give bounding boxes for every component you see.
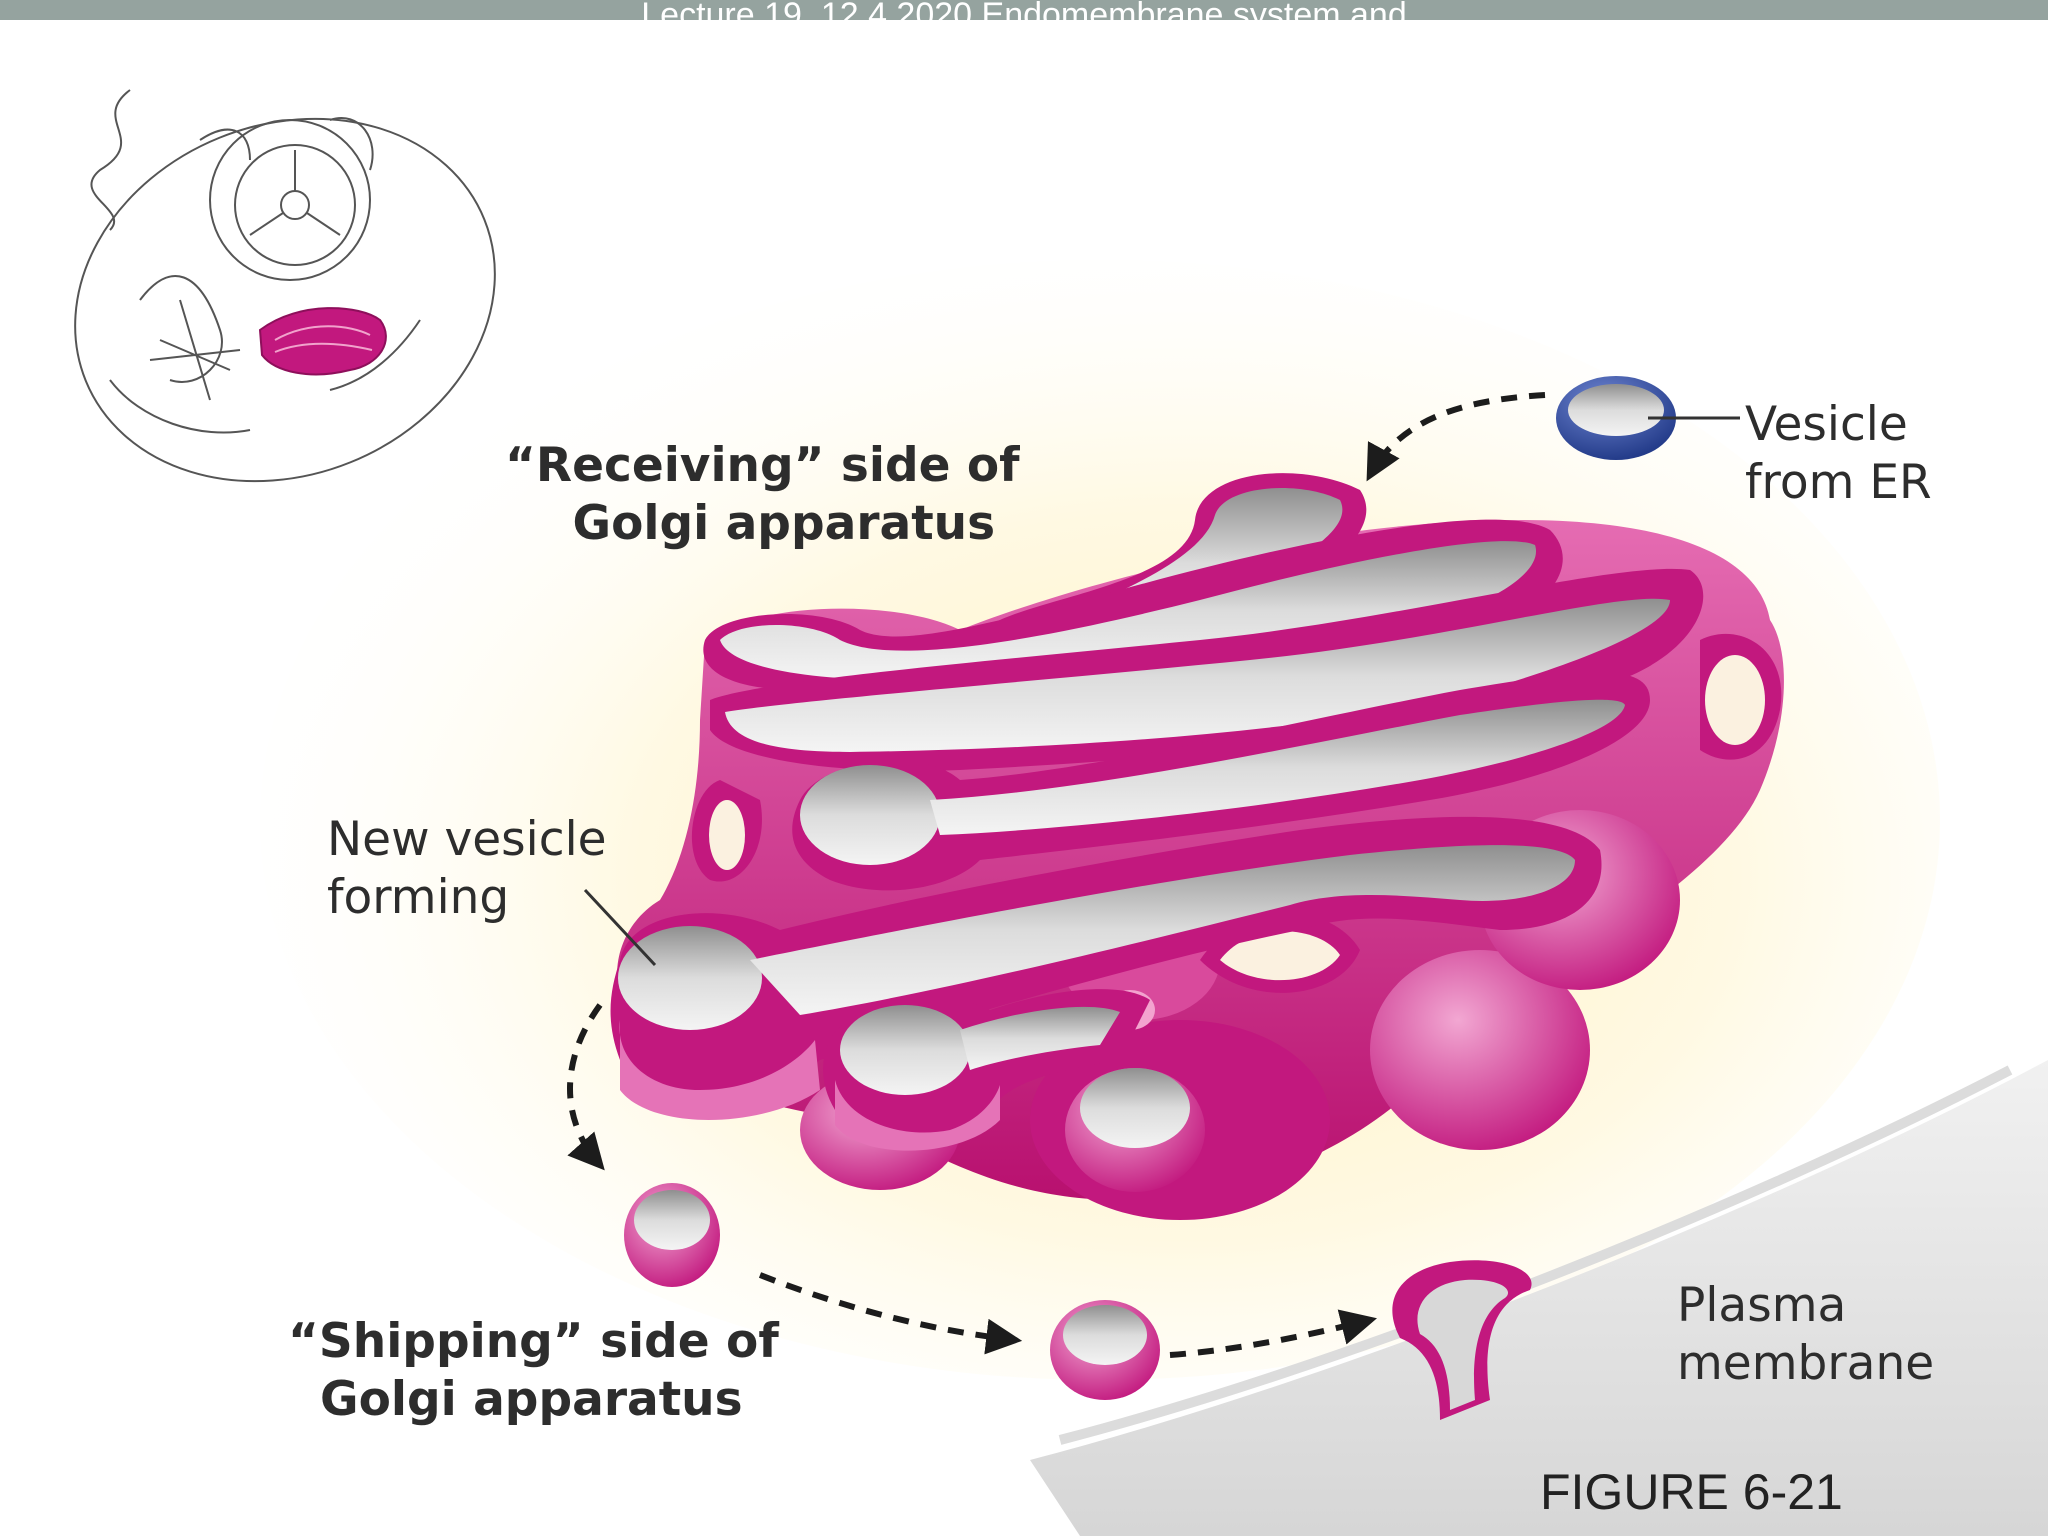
- arrow-to-secretory: [758, 1272, 1023, 1355]
- plasma-membrane: [1030, 1060, 2048, 1536]
- golgi-apparatus: [610, 473, 1784, 1220]
- arrow-vesicle-release: [567, 1003, 605, 1171]
- transport-vesicle: [624, 1183, 720, 1287]
- arrow-er-to-golgi: [1366, 392, 1546, 482]
- slide-header-bar: Lecture 19, 12.4.2020 Endomembrane syste…: [0, 0, 2048, 20]
- secretory-vesicle: [1050, 1300, 1160, 1400]
- plasma-membrane-label: Plasma membrane: [1677, 1278, 1935, 1391]
- new-vesicle-forming-label: New vesicle forming: [327, 812, 607, 925]
- slide-title: Lecture 19, 12.4.2020 Endomembrane syste…: [641, 0, 1407, 20]
- er-vesicle: [1556, 376, 1740, 460]
- shipping-side-label: “Shipping” side of Golgi apparatus: [288, 1314, 779, 1427]
- vesicle-from-er-label: Vesicle from ER: [1745, 397, 1932, 510]
- new-vesicle-pointer: [583, 888, 657, 967]
- cell-overview-sketch: [74, 89, 496, 483]
- figure-number: FIGURE 6-21: [1540, 1464, 1843, 1520]
- arrow-to-membrane: [1169, 1309, 1377, 1358]
- receiving-side-label: “Receiving” side of Golgi apparatus: [505, 438, 1020, 551]
